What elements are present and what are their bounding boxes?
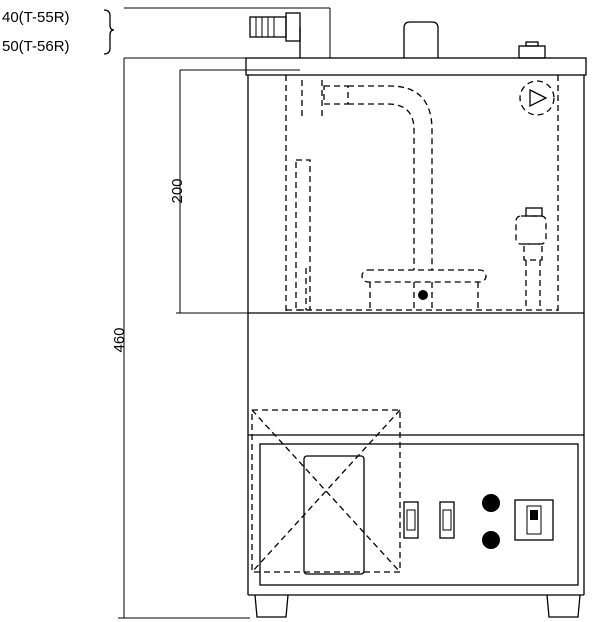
foot-left [254,594,289,618]
label-option-t55r: 40(T-55R) [2,9,70,26]
dimension-label-200: 200 [169,178,186,203]
switch-2[interactable] [439,501,455,539]
dimension-label-460: 460 [111,327,128,352]
housing [245,57,587,596]
inlet-connector [249,12,301,58]
dimension-lines [118,7,331,619]
front-window [303,455,365,575]
top-cap [518,41,546,59]
filter-valve [515,207,547,310]
lid-handle [403,21,439,58]
hidden-storage-box [251,409,401,573]
foot-right [546,594,581,618]
inner-tank [285,75,559,313]
breaker-switch[interactable] [514,499,554,541]
pump-rotor-symbol [519,80,555,116]
switch-1[interactable] [403,501,419,539]
heater-bar [361,269,487,310]
indicator-lamp-bottom [482,531,500,549]
indicator-lamp-top [482,494,500,512]
heater-center-dot [418,290,428,300]
circulation-pipe [301,80,433,270]
label-brace [103,9,115,55]
label-option-t56r: 50(T-56R) [2,38,70,55]
sensor-probe [295,159,311,311]
